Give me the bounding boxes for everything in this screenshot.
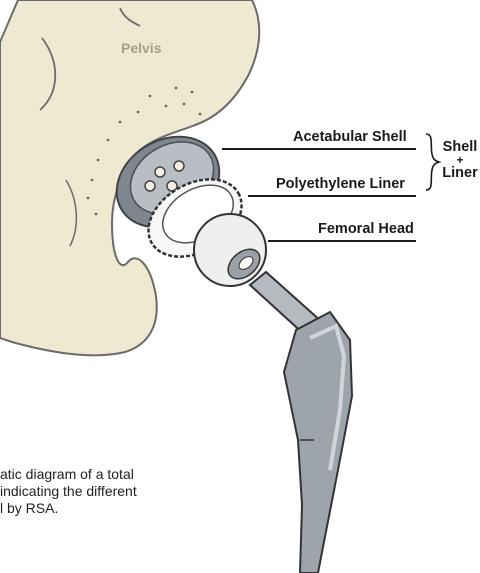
femoral-head-label: Femoral Head <box>318 222 414 237</box>
figure-caption: atic diagram of a total indicating the d… <box>0 466 210 517</box>
caption-line-1: atic diagram of a total <box>0 466 210 483</box>
group-liner-text: Liner <box>440 166 480 181</box>
femoral-stem <box>250 272 352 573</box>
polyethylene-liner-label: Polyethylene Liner <box>276 177 405 192</box>
acetabular-shell-label: Acetabular Shell <box>293 130 407 145</box>
caption-line-3: l by RSA. <box>0 500 210 517</box>
group-label: Shell + Liner <box>440 140 480 180</box>
group-brace <box>426 134 439 190</box>
pelvis-label: Pelvis <box>121 40 161 56</box>
caption-line-2: indicating the different <box>0 483 210 500</box>
femoral-head <box>194 214 266 286</box>
group-plus-text: + <box>440 155 480 166</box>
